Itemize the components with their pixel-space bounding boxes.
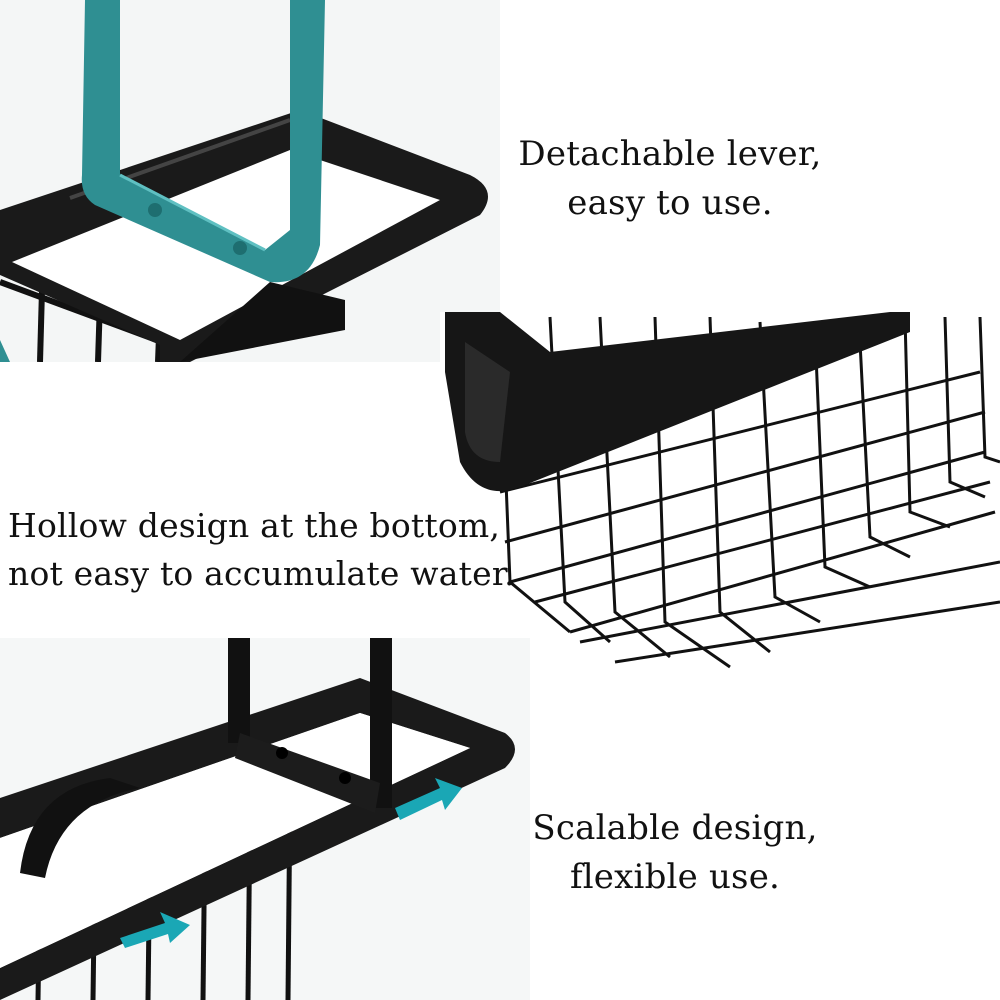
- scalable-design-caption: Scalable design, flexible use.: [530, 804, 820, 903]
- scalable-frame-image: [0, 638, 530, 1000]
- scalable-design-line1: Scalable design,: [532, 808, 818, 848]
- hollow-design-caption: Hollow design at the bottom, not easy to…: [0, 502, 515, 598]
- hollow-basket-illustration: [440, 312, 1000, 682]
- hollow-design-line1: Hollow design at the bottom,: [8, 506, 501, 545]
- hollow-basket-image: [440, 312, 1000, 682]
- scalable-design-line2: flexible use.: [569, 857, 781, 898]
- detachable-lever-line1: Detachable lever,: [518, 134, 822, 174]
- detachable-lever-caption: Detachable lever, easy to use.: [510, 130, 830, 229]
- scalable-frame-illustration: [0, 638, 530, 1000]
- hollow-design-line2: not easy to accumulate water.: [8, 553, 515, 593]
- lever-closeup-illustration: [0, 0, 500, 362]
- detachable-lever-line2: easy to use.: [567, 183, 773, 224]
- lever-closeup-image: [0, 0, 500, 362]
